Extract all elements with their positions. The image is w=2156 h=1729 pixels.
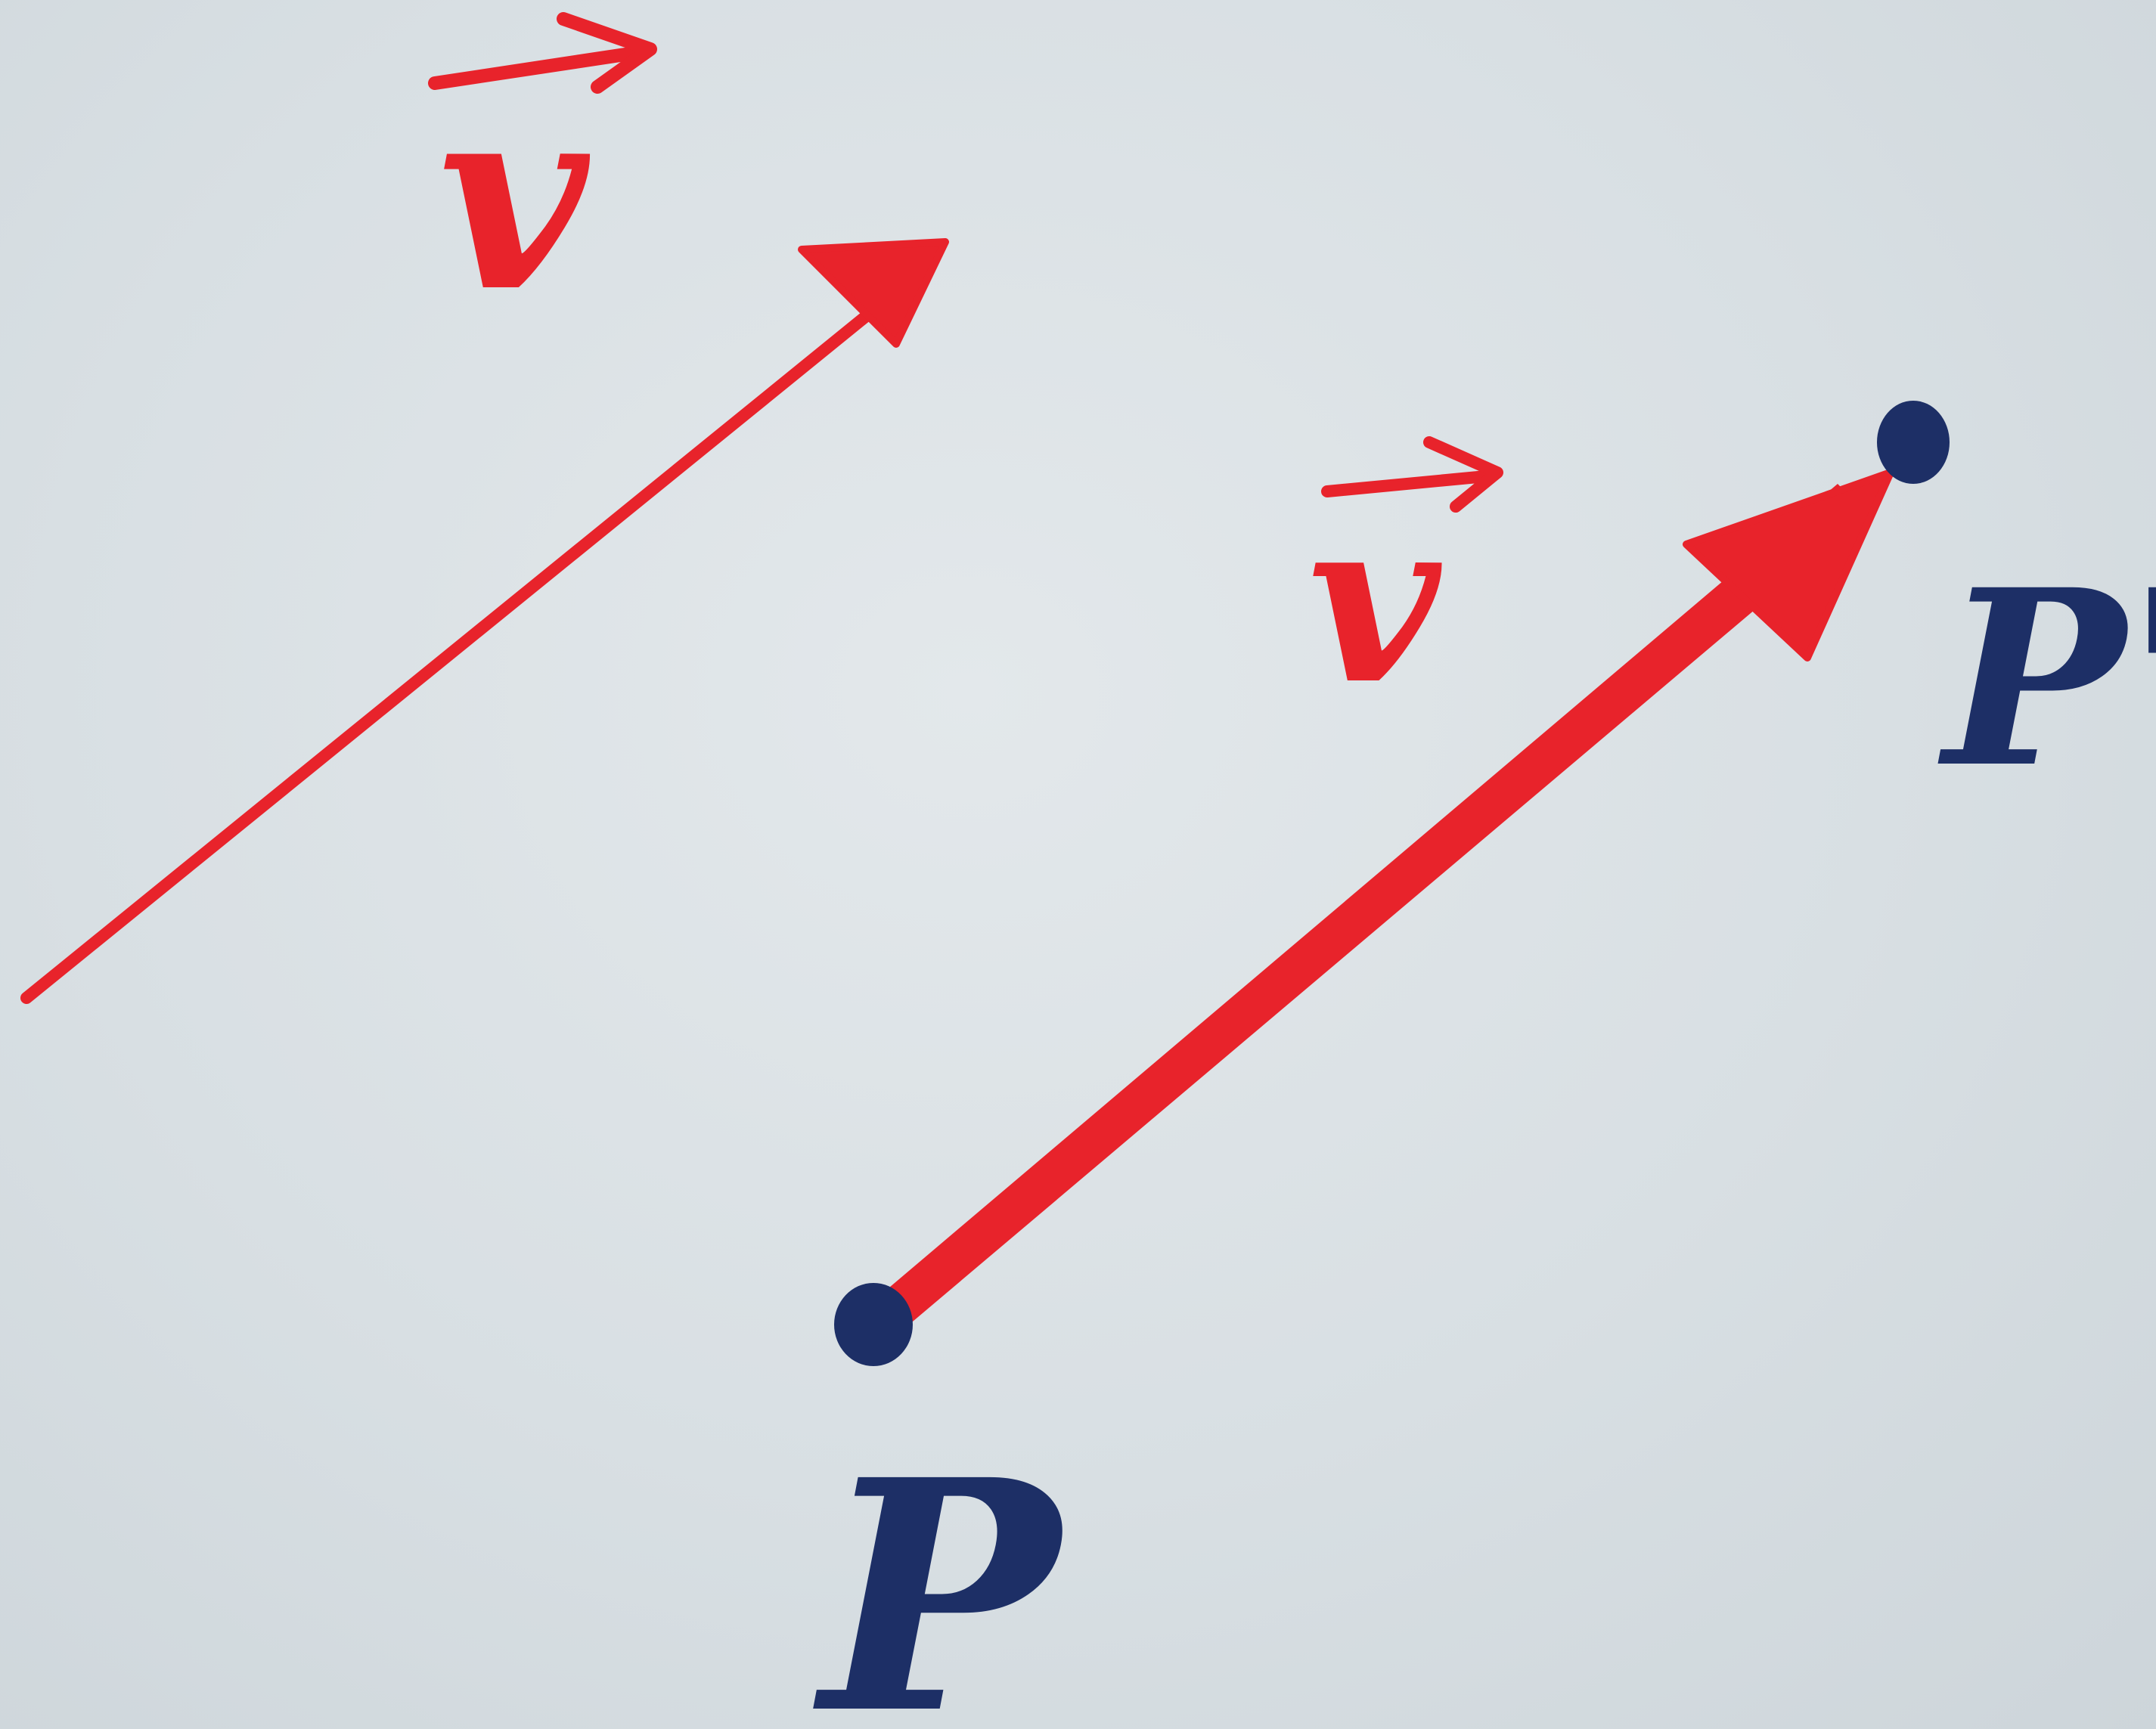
translation-vector-label-arrowhead <box>1423 436 1503 513</box>
free-vector-arrowhead <box>798 238 949 348</box>
free-vector-label-arrow-shaft <box>428 46 642 90</box>
point-p-prime-dot <box>1877 401 1950 484</box>
point-p-prime: P' <box>1877 401 2156 821</box>
point-p-prime-label: P' <box>1936 538 2156 821</box>
translation-vector-label: v <box>1308 436 1503 734</box>
point-p-label: P <box>811 1411 1069 1729</box>
translation-vector-shaft <box>870 484 1868 1342</box>
free-vector-label-text: v <box>439 47 591 349</box>
free-vector-label-arrowhead <box>557 12 657 94</box>
free-vector <box>20 238 949 1004</box>
point-p: P <box>811 1283 1069 1729</box>
translation-vector <box>870 469 1894 1342</box>
translation-vector-label-arrow-shaft <box>1321 470 1492 497</box>
translation-vector-label-text: v <box>1308 467 1443 734</box>
free-vector-label: v <box>428 12 657 349</box>
translation-vector-arrowhead <box>1683 469 1894 662</box>
free-vector-shaft <box>20 289 898 1004</box>
point-p-dot <box>834 1283 913 1366</box>
